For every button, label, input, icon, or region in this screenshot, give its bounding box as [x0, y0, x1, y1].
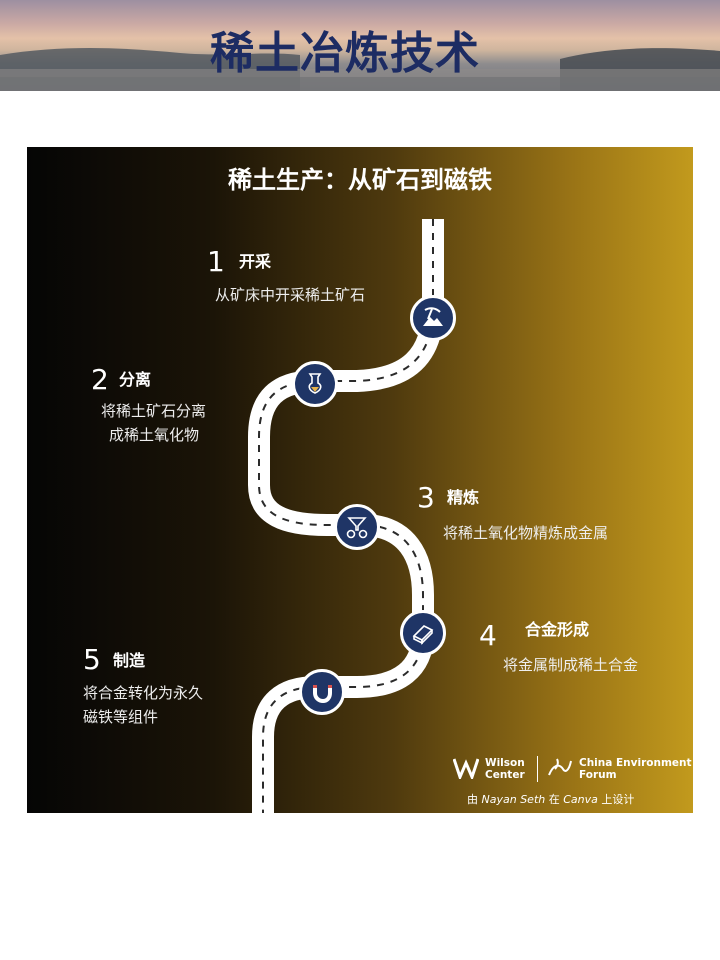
step-2-name: 分离 — [119, 370, 152, 389]
mining-icon — [410, 295, 456, 341]
step-2-desc-line1: 将稀土矿石分离 — [101, 402, 207, 420]
step-5-name: 制造 — [113, 651, 146, 670]
landscape-hills — [0, 48, 720, 91]
wilson-center-logo-icon — [453, 758, 479, 779]
magnet-icon — [299, 669, 345, 715]
design-credit: 由 Nayan Seth 在 Canva 上设计 — [467, 793, 687, 807]
step-1-number: 1 — [207, 245, 225, 278]
step-3-name: 精炼 — [447, 488, 480, 507]
alloy-ingot-icon — [400, 610, 446, 656]
credit-author: Nayan Seth — [481, 793, 546, 806]
winding-road — [248, 219, 444, 813]
step-3-desc: 将稀土氧化物精炼成金属 — [443, 524, 609, 542]
credit-tool: Canva — [563, 793, 598, 806]
step-2-number: 2 — [91, 363, 109, 396]
credit-suffix: 上设计 — [601, 793, 635, 806]
wilson-logo-line2: Center — [485, 769, 525, 781]
infographic-title: 稀土生产：从矿石到磁铁 — [228, 166, 492, 194]
step-4-name: 合金形成 — [525, 620, 590, 639]
infographic-card: 稀土生产：从矿石到磁铁 1 开采 从矿床中开采稀土矿石 2 分离 将稀土矿石分离… — [27, 147, 693, 813]
step-3-number: 3 — [417, 481, 435, 514]
step-1-name: 开采 — [239, 252, 272, 271]
refining-gears-icon — [334, 504, 380, 550]
step-5-desc-line1: 将合金转化为永久 — [83, 684, 204, 702]
credit-middle: 在 — [548, 793, 560, 806]
credit-prefix: 由 — [467, 793, 478, 806]
china-environment-forum-logo-icon — [548, 758, 572, 776]
wilson-logo-line1: Wilson — [485, 757, 525, 769]
step-4-number: 4 — [479, 619, 497, 652]
logo-row: Wilson Center China Environment Forum — [453, 753, 693, 785]
header-banner: 稀土冶炼技术 — [0, 0, 720, 91]
cef-logo-line1: China Environment — [579, 757, 692, 769]
step-1-desc: 从矿床中开采稀土矿石 — [215, 286, 366, 304]
separation-funnel-icon — [292, 361, 338, 407]
step-5-desc-line2: 磁铁等组件 — [83, 708, 159, 726]
cef-logo-line2: Forum — [579, 769, 617, 781]
page-title: 稀土冶炼技术 — [210, 28, 480, 79]
step-2-desc-line2: 成稀土氧化物 — [109, 426, 200, 444]
step-4-desc: 将金属制成稀土合金 — [503, 656, 639, 674]
logo-divider — [537, 756, 538, 782]
step-5-number: 5 — [83, 643, 101, 676]
